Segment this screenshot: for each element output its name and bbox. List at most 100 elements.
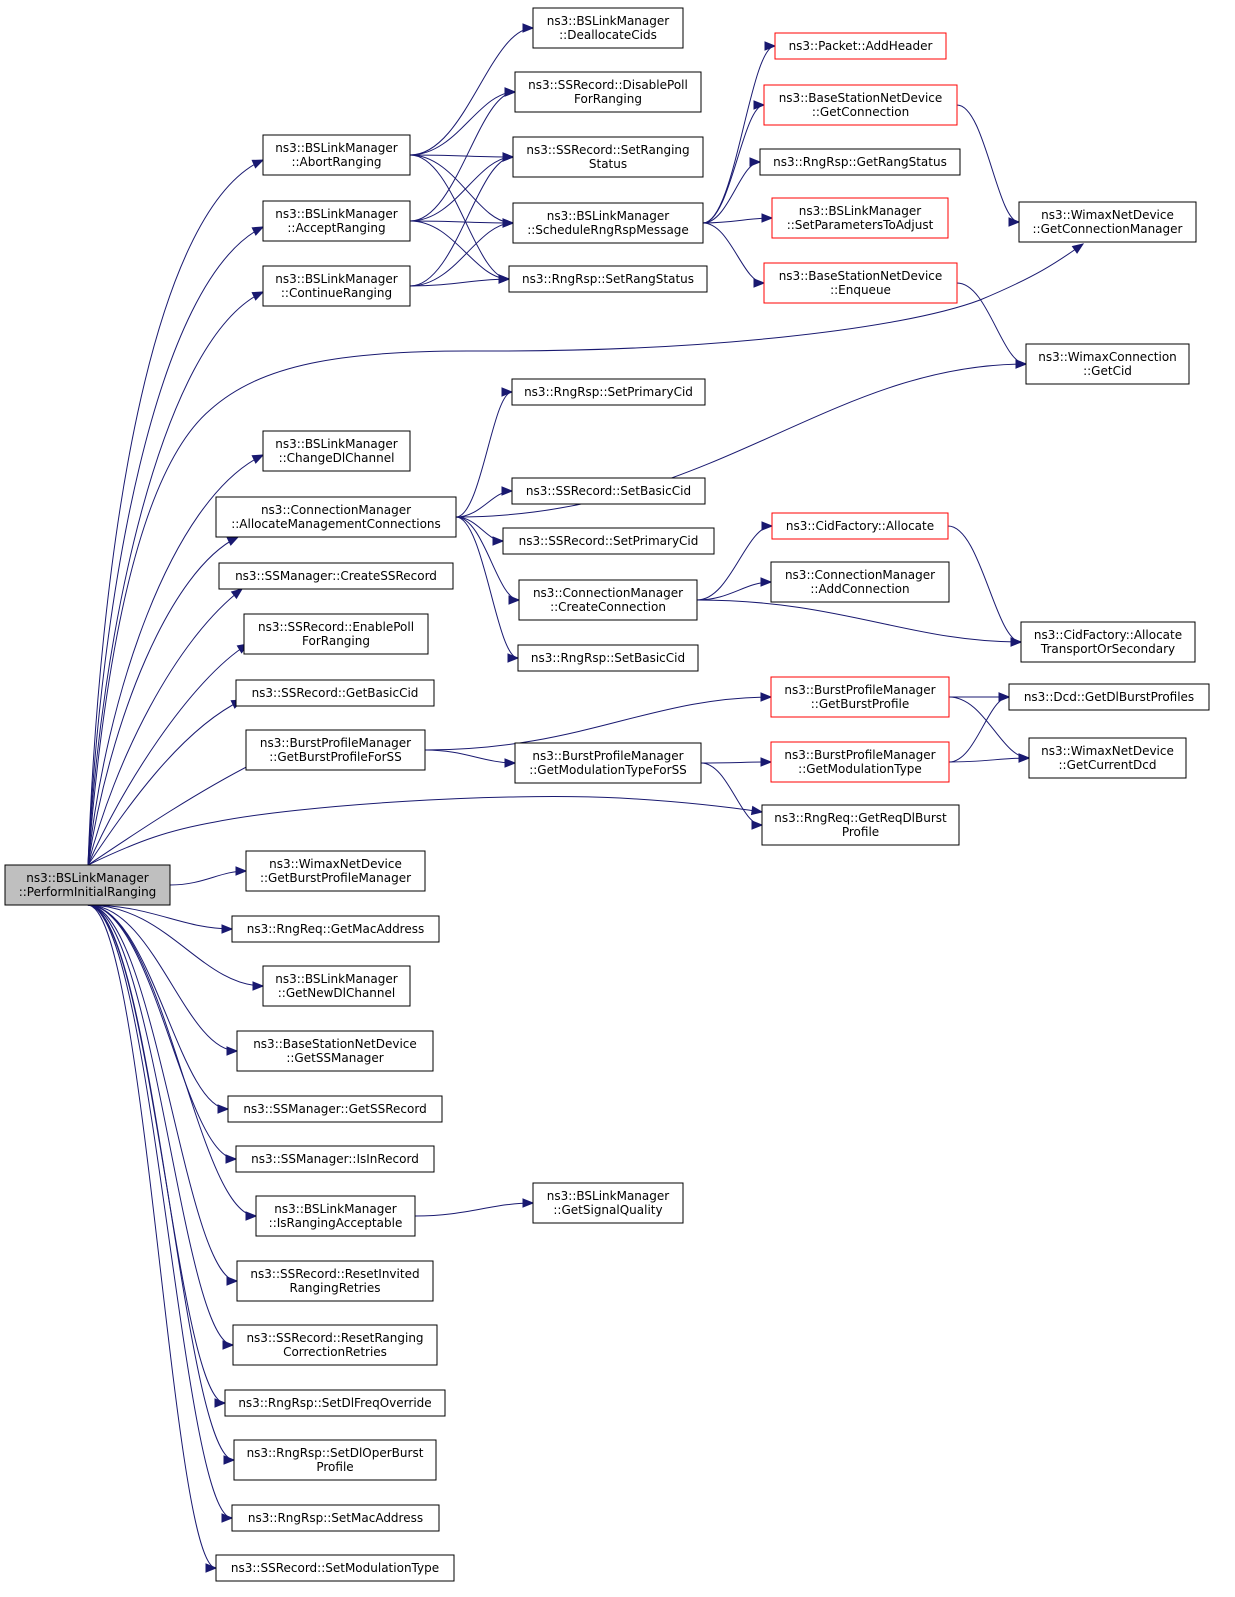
node-get-new-dl-channel[interactable]: ns3::BSLinkManager::GetNewDlChannel	[262, 965, 411, 1007]
node-get-connection[interactable]: ns3::BaseStationNetDevice::GetConnection	[763, 84, 958, 126]
call-edge	[956, 282, 1028, 369]
node-box	[511, 477, 706, 505]
node-accept-ranging[interactable]: ns3::BSLinkManager::AcceptRanging	[262, 200, 411, 242]
call-edge	[87, 588, 244, 866]
node-change-dl-channel[interactable]: ns3::BSLinkManager::ChangeDlChannel	[262, 430, 411, 472]
node-deallocate-cids[interactable]: ns3::BSLinkManager::DeallocateCids	[532, 7, 684, 49]
arrow-head-icon	[223, 1455, 236, 1465]
node-set-primary-cid-rec[interactable]: ns3::SSRecord::SetPrimaryCid	[502, 527, 715, 555]
node-label: ns3::BSLinkManager	[275, 141, 397, 155]
node-box	[514, 742, 702, 784]
node-get-mac-address[interactable]: ns3::RngReq::GetMacAddress	[231, 915, 440, 943]
node-create-connection[interactable]: ns3::ConnectionManager::CreateConnection	[518, 579, 698, 621]
node-label: ::ScheduleRngRspMessage	[527, 223, 689, 237]
call-edge	[409, 274, 511, 287]
node-get-modulation-type[interactable]: ns3::BurstProfileManager::GetModulationT…	[770, 741, 950, 783]
node-label: ::ChangeDlChannel	[279, 451, 395, 465]
call-edge	[87, 243, 1085, 866]
node-label: ::DeallocateCids	[559, 28, 657, 42]
node-get-modulation-type-for-ss[interactable]: ns3::BurstProfileManager::GetModulationT…	[514, 742, 702, 784]
arrow-head-icon	[764, 41, 777, 51]
node-set-rang-status[interactable]: ns3::RngRsp::SetRangStatus	[508, 265, 708, 293]
arrow-head-icon	[750, 805, 764, 816]
node-schedule-rng-rsp-message[interactable]: ns3::BSLinkManager::ScheduleRngRspMessag…	[512, 202, 704, 244]
arrow-head-icon	[501, 486, 514, 496]
node-label: ns3::BSLinkManager	[275, 272, 397, 286]
node-box	[262, 965, 411, 1007]
node-reset-ranging-correction-retries[interactable]: ns3::SSRecord::ResetRangingCorrectionRet…	[232, 1324, 438, 1366]
node-box	[508, 265, 708, 293]
node-perform-initial-ranging[interactable]: ns3::BSLinkManager::PerformInitialRangin…	[4, 864, 171, 906]
node-box	[763, 262, 958, 304]
node-label: ns3::SSRecord::SetPrimaryCid	[519, 534, 699, 548]
node-get-burst-profile-for-ss[interactable]: ns3::BurstProfileManager::GetBurstProfil…	[245, 729, 426, 771]
node-set-mac-address[interactable]: ns3::RngRsp::SetMacAddress	[231, 1504, 440, 1532]
node-continue-ranging[interactable]: ns3::BSLinkManager::ContinueRanging	[262, 265, 411, 307]
node-label: ns3::CidFactory::Allocate	[1034, 628, 1182, 642]
node-label: ns3::BurstProfileManager	[532, 749, 683, 763]
node-get-burst-profile-manager[interactable]: ns3::WimaxNetDevice::GetBurstProfileMana…	[245, 850, 426, 892]
node-get-ssmanager[interactable]: ns3::BaseStationNetDevice::GetSSManager	[236, 1030, 434, 1072]
node-box	[511, 378, 706, 406]
node-set-modulation-type[interactable]: ns3::SSRecord::SetModulationType	[215, 1554, 455, 1582]
call-edges	[87, 23, 1085, 1573]
node-get-connection-manager[interactable]: ns3::WimaxNetDevice::GetConnectionManage…	[1018, 201, 1197, 243]
node-box	[532, 7, 684, 49]
node-add-connection[interactable]: ns3::ConnectionManager::AddConnection	[770, 561, 950, 603]
node-label: ns3::WimaxConnection	[1038, 350, 1177, 364]
node-get-ssrecord[interactable]: ns3::SSManager::GetSSRecord	[227, 1095, 443, 1123]
node-set-parameters-to-adjust[interactable]: ns3::BSLinkManager::SetParametersToAdjus…	[771, 197, 949, 239]
node-allocate-management-connections[interactable]: ns3::ConnectionManager::AllocateManageme…	[215, 496, 457, 538]
node-box	[236, 1030, 434, 1072]
call-edge	[87, 454, 265, 866]
node-box	[235, 1145, 435, 1173]
node-cid-allocate[interactable]: ns3::CidFactory::Allocate	[771, 512, 949, 540]
node-label: ::GetModulationTypeForSS	[529, 763, 687, 777]
node-abort-ranging[interactable]: ns3::BSLinkManager::AbortRanging	[262, 134, 411, 176]
node-set-basic-cid-rec[interactable]: ns3::SSRecord::SetBasicCid	[511, 477, 706, 505]
node-box	[517, 644, 699, 672]
call-edge	[702, 100, 766, 224]
node-add-header[interactable]: ns3::Packet::AddHeader	[774, 32, 947, 60]
call-edge	[87, 904, 265, 991]
node-enqueue[interactable]: ns3::BaseStationNetDevice::Enqueue	[763, 262, 958, 304]
node-get-rang-status[interactable]: ns3::RngRsp::GetRangStatus	[759, 148, 961, 176]
node-label: ns3::RngRsp::SetBasicCid	[531, 651, 685, 665]
node-is-in-record[interactable]: ns3::SSManager::IsInRecord	[235, 1145, 435, 1173]
node-get-dl-burst-profiles[interactable]: ns3::Dcd::GetDlBurstProfiles	[1008, 683, 1210, 711]
node-box	[1008, 683, 1210, 711]
call-edge	[696, 577, 773, 601]
node-label: ns3::ConnectionManager	[533, 586, 683, 600]
node-box	[243, 613, 429, 655]
node-is-ranging-acceptable[interactable]: ns3::BSLinkManager::IsRangingAcceptable	[255, 1195, 416, 1237]
arrow-head-icon	[502, 152, 515, 162]
node-allocate-transport-or-secondary[interactable]: ns3::CidFactory::AllocateTransportOrSeco…	[1020, 621, 1196, 663]
arrow-head-icon	[760, 577, 773, 587]
node-box	[512, 136, 704, 178]
node-label: ns3::SSManager::GetSSRecord	[243, 1102, 426, 1116]
node-get-cid[interactable]: ns3::WimaxConnection::GetCid	[1025, 343, 1190, 385]
node-get-burst-profile[interactable]: ns3::BurstProfileManager::GetBurstProfil…	[770, 676, 950, 718]
node-set-primary-cid-rsp[interactable]: ns3::RngRsp::SetPrimaryCid	[511, 378, 706, 406]
call-edge	[87, 159, 265, 866]
node-label: RangingRetries	[290, 1281, 381, 1295]
node-set-dl-freq-override[interactable]: ns3::RngRsp::SetDlFreqOverride	[224, 1389, 446, 1417]
node-reset-invited-ranging-retries[interactable]: ns3::SSRecord::ResetInvitedRangingRetrie…	[236, 1260, 434, 1302]
node-set-basic-cid-rsp[interactable]: ns3::RngRsp::SetBasicCid	[517, 644, 699, 672]
node-label: ns3::SSRecord::SetModulationType	[231, 1561, 439, 1575]
node-get-current-dcd[interactable]: ns3::WimaxNetDevice::GetCurrentDcd	[1028, 737, 1187, 779]
node-label: ::GetCurrentDcd	[1059, 758, 1157, 772]
call-edge	[414, 1198, 535, 1217]
node-label: TransportOrSecondary	[1040, 642, 1175, 656]
node-get-signal-quality[interactable]: ns3::BSLinkManager::GetSignalQuality	[532, 1182, 684, 1224]
node-label: ::GetNewDlChannel	[278, 986, 396, 1000]
node-get-basic-cid[interactable]: ns3::SSRecord::GetBasicCid	[235, 679, 435, 707]
node-label: ns3::BSLinkManager	[274, 1202, 396, 1216]
node-create-ssrecord[interactable]: ns3::SSManager::CreateSSRecord	[218, 562, 454, 590]
